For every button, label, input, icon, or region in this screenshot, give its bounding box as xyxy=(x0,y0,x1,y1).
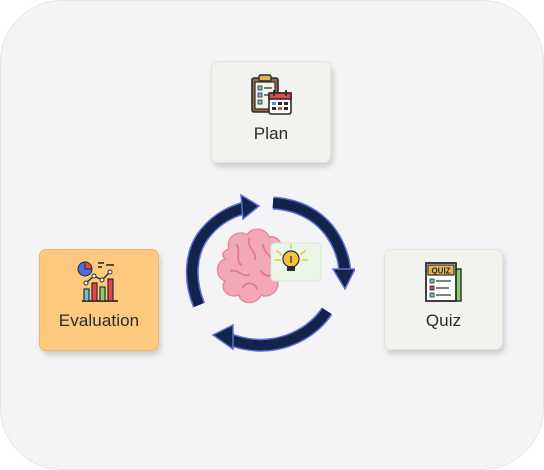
quiz-label: Quiz xyxy=(425,311,462,330)
clipboard-calendar-icon xyxy=(251,74,292,115)
plan-label: Plan xyxy=(253,124,289,143)
bar-line-chart-icon xyxy=(77,261,118,302)
evaluation-card[interactable]: Evaluation xyxy=(39,249,159,351)
cycle-graphic xyxy=(185,193,355,352)
evaluation-label: Evaluation xyxy=(58,311,140,330)
cycle-arrows xyxy=(185,193,355,352)
plan-card[interactable]: Plan xyxy=(211,61,331,163)
quiz-sheet-icon: QUIZ xyxy=(424,262,462,302)
quiz-icon-text: QUIZ xyxy=(431,267,450,276)
quiz-card[interactable]: QUIZ Quiz xyxy=(384,249,503,350)
brain-lightbulb-icon xyxy=(216,228,322,304)
